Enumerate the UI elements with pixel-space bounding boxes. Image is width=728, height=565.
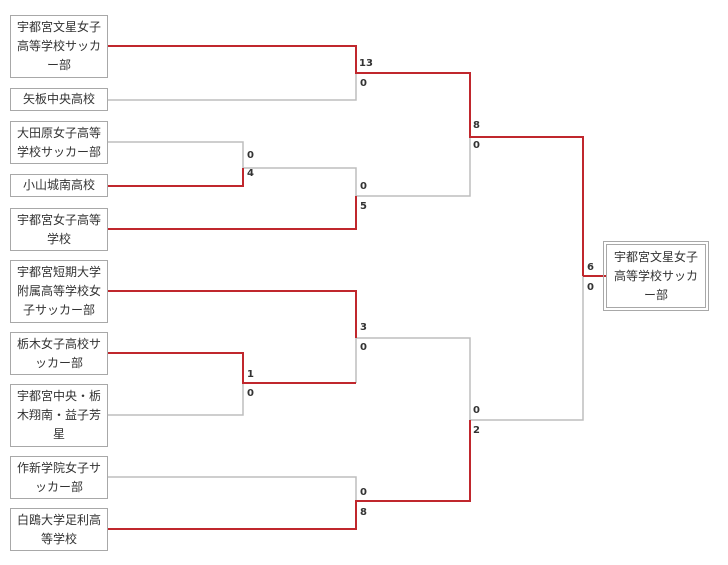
winner-path	[108, 420, 471, 530]
score-sf1-top: 8	[473, 120, 480, 131]
score-qf1-top: 13	[359, 58, 373, 69]
score-qf2-bottom: 5	[360, 201, 367, 212]
score-qf2-top: 0	[360, 181, 367, 192]
loser-path	[108, 476, 357, 501]
winner-path	[108, 196, 357, 230]
score-sf2-top: 0	[473, 405, 480, 416]
score-final-top: 6	[587, 262, 594, 273]
loser-path	[108, 383, 244, 416]
loser-path	[355, 337, 471, 420]
score-r1a-top: 0	[247, 150, 254, 161]
team-box: 小山城南高校	[10, 174, 108, 197]
score-qf4-bottom: 8	[360, 507, 367, 518]
winner-path	[108, 352, 356, 384]
team-box: 宇都宮文星女子高等学校サッカー部	[10, 15, 108, 78]
winner-path	[108, 45, 584, 276]
score-qf4-top: 0	[360, 487, 367, 498]
loser-path	[356, 137, 471, 197]
score-final-bottom: 0	[587, 282, 594, 293]
team-box: 栃木女子高校サッカー部	[10, 332, 108, 375]
score-qf3-bottom: 0	[360, 342, 367, 353]
loser-path	[470, 276, 584, 421]
loser-path	[108, 141, 244, 168]
score-qf1-bottom: 0	[360, 78, 367, 89]
team-box: 宇都宮女子高等学校	[10, 208, 108, 251]
score-sf1-bottom: 0	[473, 140, 480, 151]
team-box: 作新学院女子サッカー部	[10, 456, 108, 499]
team-box: 大田原女子高等学校サッカー部	[10, 121, 108, 164]
team-box: 宇都宮短期大学附属高等学校女子サッカー部	[10, 260, 108, 323]
score-r1b-bottom: 0	[247, 388, 254, 399]
team-box: 矢板中央高校	[10, 88, 108, 111]
loser-path	[243, 167, 357, 196]
winner-path	[108, 290, 357, 338]
score-r1a-bottom: 4	[247, 168, 254, 179]
score-qf3-top: 3	[360, 322, 367, 333]
team-box: 白鴎大学足利高等学校	[10, 508, 108, 551]
score-sf2-bottom: 2	[473, 425, 480, 436]
winner-path	[108, 168, 244, 187]
champion-box: 宇都宮文星女子高等学校サッカー部	[603, 241, 709, 311]
team-box: 宇都宮中央・栃木翔南・益子芳星	[10, 384, 108, 447]
score-r1b-top: 1	[247, 369, 254, 380]
loser-path	[108, 73, 357, 101]
